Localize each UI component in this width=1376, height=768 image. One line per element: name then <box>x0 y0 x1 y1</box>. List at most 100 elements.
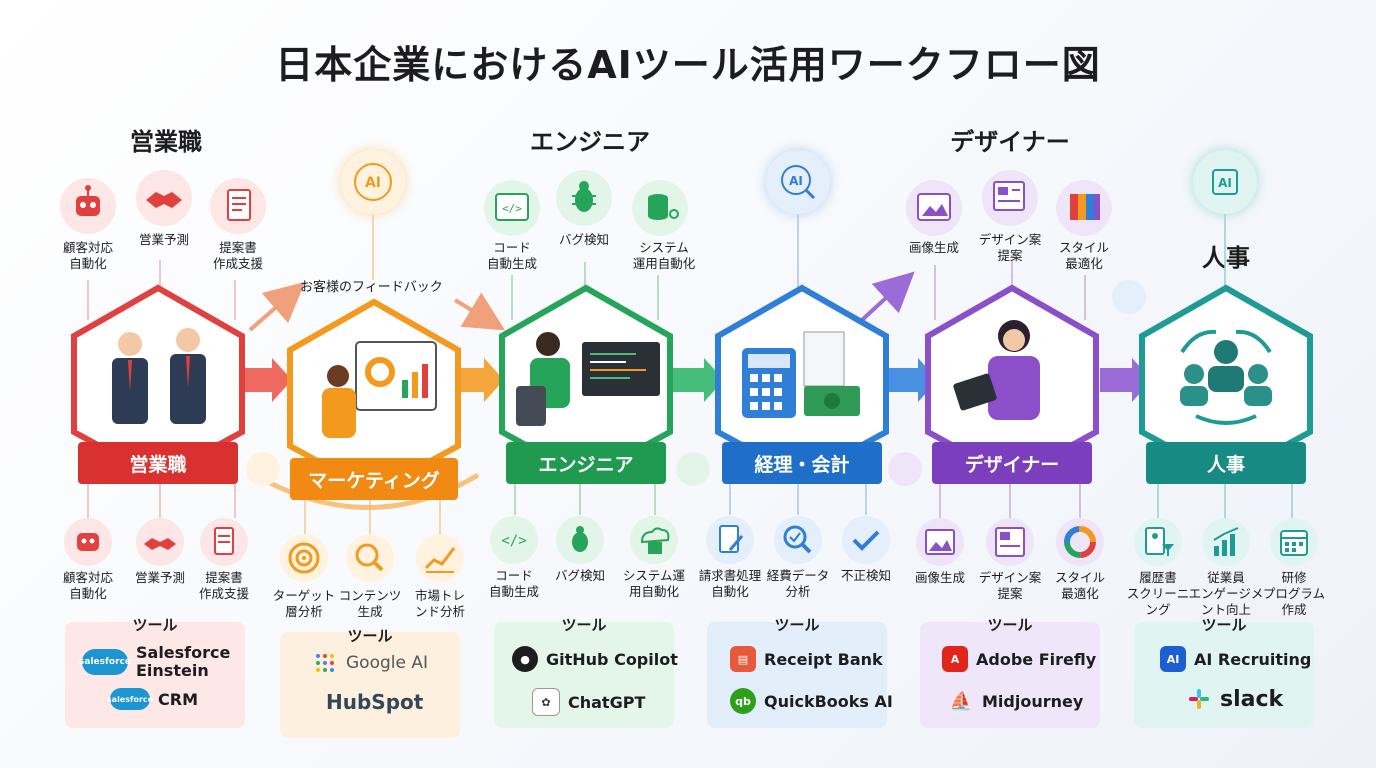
hex-marketing <box>287 298 461 496</box>
sales-top-label-2: 営業予測 <box>138 232 189 247</box>
tools-heading: ツール <box>347 627 393 645</box>
receipt-bank-logo-icon: ▤ <box>730 646 756 672</box>
tool-google-ai: Google AI <box>312 650 428 676</box>
midjourney-sail-icon: ⛵ <box>949 690 973 712</box>
toolbox-designer <box>920 622 1100 728</box>
ai-brain-icon-marketing: AI <box>341 150 405 214</box>
design-bottom-label-2: デザイン案 提案 <box>978 570 1042 601</box>
tool-name: Receipt Bank <box>764 649 883 669</box>
ai-chip-icon-hr: AI <box>1193 150 1257 214</box>
tool-receipt-bank: ▤ Receipt Bank <box>730 646 883 672</box>
chatgpt-logo-icon: ✿ <box>532 688 560 716</box>
bug-icon <box>556 170 612 226</box>
eng-top-label-2: バグ検知 <box>558 232 609 247</box>
hex-sales <box>71 284 245 482</box>
banner-sales: 営業職 <box>78 442 238 484</box>
toolbox-engineer <box>494 622 674 728</box>
eng-top-label-3: システム 運用自動化 <box>632 240 696 271</box>
github-logo-icon: ● <box>512 646 538 672</box>
adobe-logo-icon: A <box>942 646 968 672</box>
robot-icon <box>64 518 112 566</box>
eng-bottom-label-2: バグ検知 <box>554 568 605 583</box>
sales-bottom-label-3: 提案書 作成支援 <box>198 570 249 601</box>
bug-icon <box>556 516 604 564</box>
page-title: 日本企業におけるAIツール活用ワークフロー図 <box>275 43 1101 87</box>
svg-text:</>: </> <box>502 202 522 215</box>
growth-chart-icon <box>1202 518 1250 566</box>
design-top-label-3: スタイル 最適化 <box>1058 240 1109 271</box>
tool-name: AI Recruiting <box>1194 649 1312 669</box>
design-bottom-label-1: 画像生成 <box>914 570 965 585</box>
header-designer: デザイナー <box>950 128 1070 156</box>
accounting-bottom-label-3: 不正検知 <box>840 568 891 583</box>
tools-heading: ツール <box>132 616 178 634</box>
banner-designer: デザイナー <box>932 442 1092 484</box>
banner-marketing: マーケティング <box>290 458 458 500</box>
small-brain-icon-2 <box>888 452 922 486</box>
layout-cursor-icon <box>982 170 1038 226</box>
salesforce-logo-icon: salesforce <box>79 649 131 675</box>
ai-badge-text: AI <box>789 174 803 188</box>
toolbox-hr <box>1134 622 1314 728</box>
marketing-bottom-label-1: ターゲット 層分析 <box>272 588 336 619</box>
google-ai-dots-icon <box>312 650 338 676</box>
magnifier-icon <box>346 534 394 582</box>
database-icon <box>632 180 688 236</box>
ai-recruiting-logo-icon: AI <box>1160 646 1186 672</box>
tool-github-copilot: ● GitHub Copilot <box>512 646 678 672</box>
banner-engineer: エンジニア <box>506 442 666 484</box>
header-sales: 営業職 <box>130 128 202 156</box>
color-palette-icon <box>1056 180 1112 236</box>
invoice-pen-icon <box>706 516 754 564</box>
tool-name: slack <box>1220 686 1284 712</box>
trend-chart-icon <box>416 534 464 582</box>
tool-name: GitHub Copilot <box>546 649 678 669</box>
design-top-label-1: 画像生成 <box>908 240 959 255</box>
layout-icon <box>986 518 1034 566</box>
tool-quickbooks-ai: qb QuickBooks AI <box>730 688 893 714</box>
calendar-icon <box>1270 518 1318 566</box>
document-icon <box>200 518 248 566</box>
small-network-icon <box>1112 280 1146 314</box>
tool-hubspot: HubSpot <box>326 690 423 714</box>
tool-name: ChatGPT <box>568 692 646 712</box>
tools-heading: ツール <box>774 616 820 634</box>
header-engineer: エンジニア <box>530 128 650 156</box>
color-wheel-icon <box>1056 518 1104 566</box>
hr-bottom-label-2: 従業員 エンゲージメ ント向上 <box>1188 570 1264 617</box>
marketing-bottom-label-3: 市場トレ ンド分析 <box>414 588 465 619</box>
tools-heading: ツール <box>987 616 1033 634</box>
customer-feedback-label: お客様のフィードバック <box>300 280 443 295</box>
slack-logo-icon <box>1186 686 1212 712</box>
hr-bottom-label-3: 研修 プログラム 作成 <box>1262 570 1326 617</box>
tool-name: QuickBooks AI <box>764 691 893 711</box>
tools-heading: ツール <box>561 616 607 634</box>
eng-bottom-label-1: コード 自動生成 <box>488 568 539 599</box>
hex-engineer <box>499 284 673 482</box>
sales-bottom-label-2: 営業予測 <box>134 570 185 585</box>
tool-name: Google AI <box>346 653 428 673</box>
eng-top-label-1: コード 自動生成 <box>486 240 537 271</box>
tool-slack: slack <box>1186 686 1283 712</box>
sales-top-label-3: 提案書 作成支援 <box>212 240 263 271</box>
handshake-icon <box>136 170 192 226</box>
header-hr: 人事 <box>1202 244 1250 272</box>
sales-top-label-1: 顧客対応 自動化 <box>62 240 113 271</box>
ai-badge-text: AI <box>1218 176 1232 190</box>
image-icon <box>916 518 964 566</box>
accounting-bottom-label-2: 経費データ 分析 <box>766 568 830 599</box>
svg-text:</>: </> <box>501 533 526 549</box>
checkmark-icon <box>842 516 890 564</box>
toolbox-marketing <box>280 632 460 738</box>
toolbox-sales <box>65 622 245 728</box>
tool-ai-recruiting: AI AI Recruiting <box>1160 646 1311 672</box>
tool-crm: salesforce CRM <box>107 688 198 710</box>
tool-chatgpt: ✿ ChatGPT <box>532 688 645 716</box>
tool-salesforce-einstein: salesforce Salesforce Einstein <box>79 644 230 680</box>
salesforce-logo-icon: salesforce <box>107 688 153 710</box>
target-icon <box>280 534 328 582</box>
eng-bottom-label-3: システム運 用自動化 <box>622 568 686 599</box>
tool-name: Adobe Firefly <box>976 649 1097 669</box>
code-icon: </> <box>490 516 538 564</box>
